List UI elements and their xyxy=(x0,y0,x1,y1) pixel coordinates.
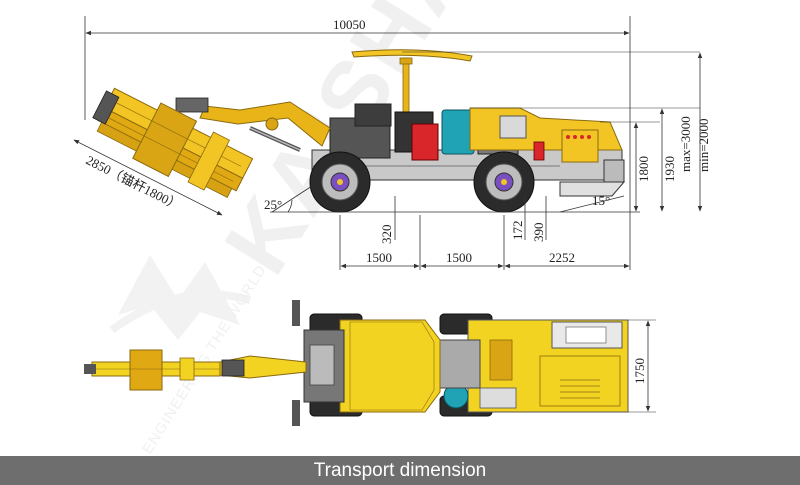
height-dimensions: 1800 1930 max=3000 min=2000 xyxy=(402,51,711,212)
drawing-canvas: KAISHAN ENGINEERING THE WORLD 10050 xyxy=(73,0,711,456)
rear-height-value: 390 xyxy=(531,223,546,243)
wheel-spacing-1-value: 1500 xyxy=(366,250,392,265)
side-view: 10050 xyxy=(73,16,711,270)
ground-clearance-value: 320 xyxy=(379,225,394,245)
rear-wheel xyxy=(473,151,535,213)
canopy-min-value: min=2000 xyxy=(696,118,711,172)
body-height-value: 1800 xyxy=(636,156,651,182)
boom-arm xyxy=(175,97,331,152)
wheel-spacing-2-value: 1500 xyxy=(446,250,472,265)
rear-clearance-value: 172 xyxy=(510,221,525,241)
rear-overhang-value: 2252 xyxy=(549,250,575,265)
width-dimension: 1750 xyxy=(628,319,656,413)
boom-angle-value: 25° xyxy=(264,197,282,212)
drill-head xyxy=(92,87,254,198)
top-view-boom xyxy=(209,355,307,379)
top-view-cab xyxy=(292,300,441,426)
overall-length-dimension: 10050 xyxy=(84,16,631,270)
top-view-body xyxy=(439,319,629,413)
top-view-drill-head xyxy=(84,349,221,391)
front-angle-value: 15° xyxy=(592,193,610,208)
wheelbase-dimensions: 1500 1500 2252 xyxy=(339,215,630,270)
cab-height-value: 1930 xyxy=(662,156,677,182)
caption-text: Transport dimension xyxy=(313,459,487,481)
overall-length-value: 10050 xyxy=(333,17,366,32)
ground-lines: 25° 15° xyxy=(264,185,640,213)
width-value: 1750 xyxy=(632,358,647,384)
clearance-dimensions: 320 172 390 xyxy=(379,196,547,245)
top-view: 1750 xyxy=(84,300,656,426)
caption-bar: Transport dimension xyxy=(0,456,800,485)
front-wheel xyxy=(309,151,371,213)
watermark-logo-icon xyxy=(109,255,252,340)
canopy-max-value: max=3000 xyxy=(678,116,693,172)
